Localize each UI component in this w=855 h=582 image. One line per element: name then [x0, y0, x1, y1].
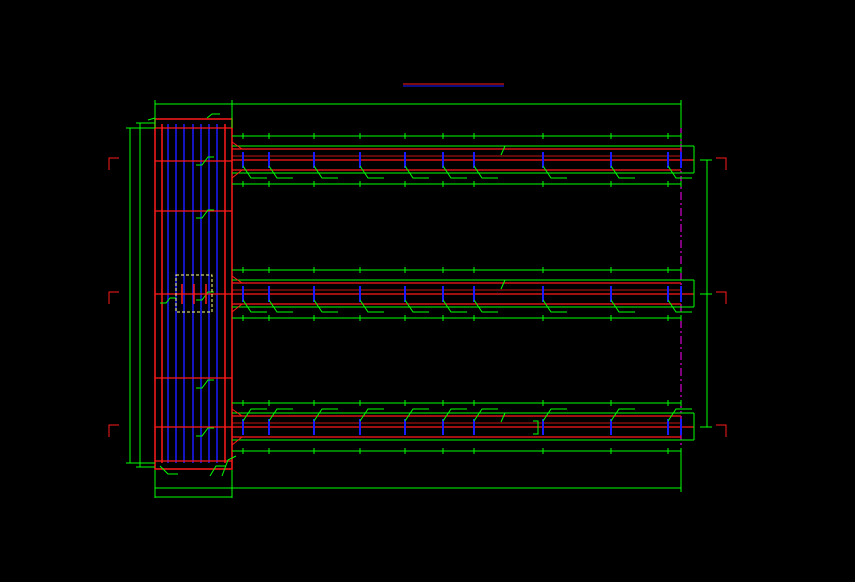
wall-bar-leader	[196, 427, 214, 437]
stirrup-leader	[473, 165, 498, 179]
stirrup-leader	[268, 299, 293, 313]
beam-hook	[231, 275, 243, 284]
wall-column	[154, 113, 237, 477]
title-underline	[403, 83, 504, 87]
beams-group	[231, 133, 695, 454]
wall-bar-leader	[159, 465, 178, 475]
beam-hook	[231, 141, 243, 150]
wall-bar-leader	[196, 379, 214, 389]
stirrup-leader	[359, 408, 384, 422]
stirrup-leader	[542, 408, 567, 422]
stirrup-leader	[359, 299, 384, 313]
beam	[231, 267, 695, 321]
stirrup-leader	[268, 408, 293, 422]
beam-hook	[231, 303, 243, 313]
beam-bracket	[533, 420, 539, 435]
stirrup-leader	[242, 408, 267, 422]
stirrup-leader	[667, 165, 692, 179]
stirrup-leader	[542, 299, 567, 313]
stirrup-leader	[442, 299, 467, 313]
stirrup-leader	[404, 408, 429, 422]
stirrup-leader	[313, 408, 338, 422]
wall-bar-leader	[221, 455, 237, 477]
stirrup-leader	[610, 299, 635, 313]
beam-hook	[231, 408, 243, 417]
stirrup-leader	[359, 165, 384, 179]
wall-bar-leader	[196, 156, 214, 166]
stirrup-leader	[404, 299, 429, 313]
beam-label-leader	[500, 412, 515, 423]
wall-bar-leader	[160, 297, 176, 304]
wall-bar-leader	[206, 113, 220, 119]
stirrup-leader	[667, 408, 692, 422]
stirrup-leader	[667, 299, 692, 313]
wall-bar-leader	[196, 291, 214, 301]
section-markers	[108, 157, 727, 437]
section-marker-right	[716, 291, 727, 304]
stirrup-leader	[242, 165, 267, 179]
wall-horizontal-ties	[155, 113, 237, 477]
stirrup-leader	[242, 299, 267, 313]
stirrup-leader	[610, 408, 635, 422]
stirrup-leader	[473, 408, 498, 422]
beam-hook	[231, 436, 243, 446]
stirrup-leader	[442, 408, 467, 422]
overall-dimensions	[126, 100, 712, 498]
beam-label-leader	[500, 145, 515, 156]
wall-bar-leader	[196, 209, 214, 219]
section-marker-right	[716, 157, 727, 170]
stirrup-leader	[404, 165, 429, 179]
beam-hook	[231, 169, 243, 179]
stirrup-leader	[442, 165, 467, 179]
stirrup-leader	[610, 165, 635, 179]
stirrup-leader	[542, 165, 567, 179]
section-marker-left	[108, 157, 119, 170]
section-marker-left	[108, 424, 119, 437]
beam	[231, 400, 695, 454]
stirrup-leader	[268, 165, 293, 179]
stirrup-leader	[313, 299, 338, 313]
wall-bar-leader	[209, 465, 226, 477]
section-marker-left	[108, 291, 119, 304]
section-marker-right	[716, 424, 727, 437]
beam-label-leader	[500, 279, 515, 290]
stirrup-leader	[313, 165, 338, 179]
detail-callout-box	[175, 274, 213, 313]
beam	[231, 133, 695, 187]
stirrup-leader	[473, 299, 498, 313]
